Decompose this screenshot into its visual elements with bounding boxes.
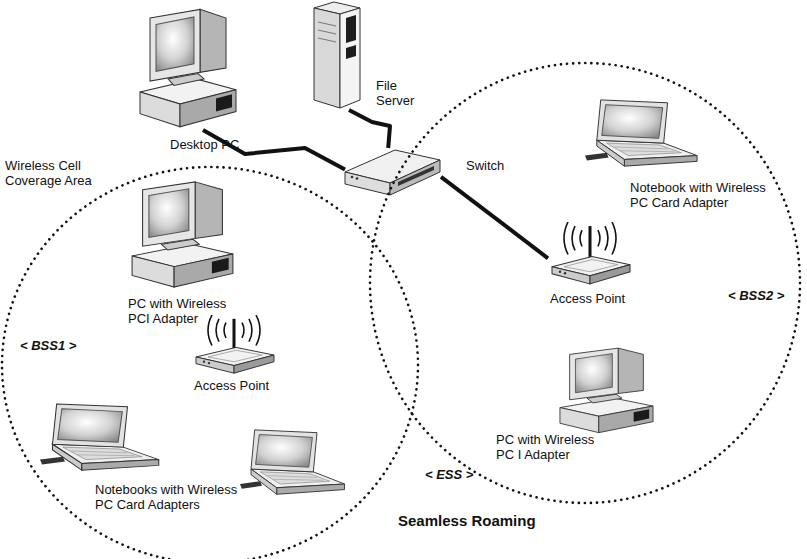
cell-label: < BSS1 > — [20, 338, 110, 353]
pc-illustration — [132, 182, 233, 287]
device-caption: PC with Wireless PCI Adapter — [128, 296, 238, 326]
ethernet-cable — [441, 177, 548, 258]
device-caption: Switch — [466, 158, 526, 173]
desktop-pc: Desktop PC — [138, 5, 238, 130]
device-caption: PC with Wireless PC I Adapter — [496, 432, 606, 462]
server-illustration — [314, 2, 360, 108]
coverage-cell: < BSS1 >PC with Wireless PCI AdapterAcce… — [0, 165, 420, 559]
device-caption: Access Point — [550, 291, 640, 306]
ethernet-cable — [349, 110, 390, 148]
access-point: Access Point — [192, 315, 277, 377]
access-point-illustration — [196, 315, 274, 373]
area-note: Wireless Cell Coverage Area — [5, 158, 105, 188]
desktop-illustration — [140, 9, 236, 126]
device-caption: Notebook with Wireless PC Card Adapter — [630, 180, 785, 210]
ess-label: < ESS > — [425, 467, 505, 482]
cell-label: < BSS2 > — [728, 288, 807, 303]
switch-illustration — [345, 150, 440, 195]
device-caption: Notebooks with Wireless PC Card Adapters — [95, 482, 255, 512]
coverage-outline — [0, 165, 420, 559]
notebook-illustration — [585, 100, 697, 166]
notebook-group: Notebooks with Wireless PC Card Adapters — [40, 402, 350, 500]
notebook-illustration — [40, 404, 159, 470]
roaming-title: Seamless Roaming — [398, 512, 598, 530]
device-caption: File Server — [376, 78, 424, 108]
file-server: File Server — [310, 0, 362, 110]
coverage-dotted-ellipse — [370, 63, 800, 503]
coverage-dotted-ellipse — [2, 167, 418, 559]
wireless-pc: PC with Wireless PC I Adapter — [558, 345, 655, 435]
pc-illustration — [560, 348, 653, 433]
notebook-illustration — [240, 430, 345, 494]
device-caption: Desktop PC — [170, 137, 260, 152]
network-switch: Switch — [345, 148, 441, 196]
device-caption: Access Point — [194, 378, 284, 393]
coverage-cell: < BSS2 >Notebook with Wireless PC Card A… — [368, 61, 802, 505]
wireless-pc: PC with Wireless PCI Adapter — [130, 180, 235, 290]
access-point: Access Point — [548, 222, 633, 288]
notebook: Notebook with Wireless PC Card Adapter — [585, 98, 703, 170]
access-point-illustration — [552, 222, 630, 284]
